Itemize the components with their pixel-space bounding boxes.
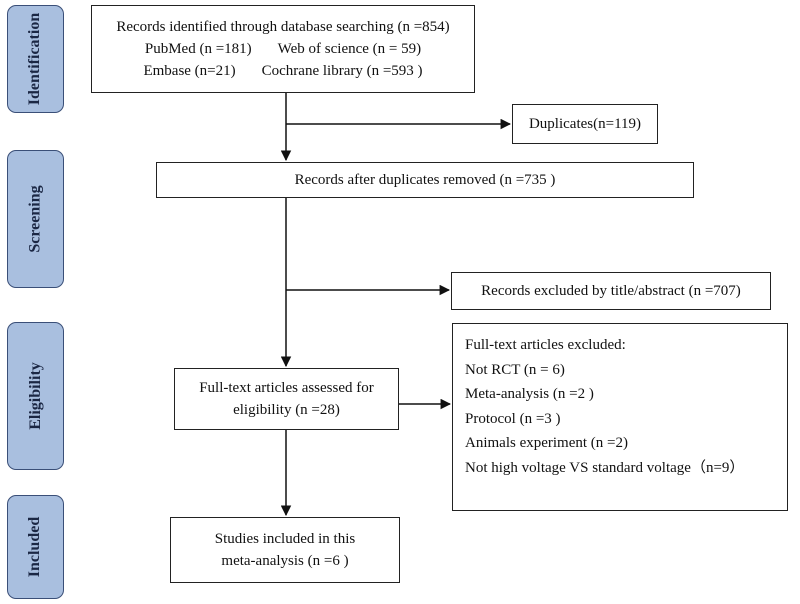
fulltext-assessed-box: Full-text articles assessed for eligibil… <box>174 368 399 430</box>
screening-box: Records after duplicates removed (n =735… <box>156 162 694 198</box>
exclusion-reason: Meta-analysis (n =2 ) <box>465 386 594 402</box>
fulltext-excluded-heading: Full-text articles excluded: <box>465 337 626 353</box>
records-after-duplicates-text: Records after duplicates removed (n =735… <box>294 172 556 188</box>
identification-box: Records identified through database sear… <box>91 5 475 93</box>
phase-included: Included <box>7 495 64 599</box>
fulltext-excluded-box: Full-text articles excluded: Not RCT (n … <box>452 323 788 511</box>
excluded-title-abstract-text: Records excluded by title/abstract (n =7… <box>481 283 741 299</box>
fulltext-assessed-line1: Full-text articles assessed for <box>199 380 374 396</box>
studies-included-line1: Studies included in this <box>214 531 356 547</box>
exclusion-reason: Not high voltage VS standard voltage（n=9… <box>465 459 745 476</box>
fulltext-assessed-line2: eligibility (n =28) <box>233 402 340 418</box>
records-identified-text: Records identified through database sear… <box>116 19 450 35</box>
cochrane-count: Cochrane library (n =593 ) <box>261 63 423 79</box>
duplicates-text: Duplicates(n=119) <box>528 116 642 132</box>
exclusion-reason: Protocol (n =3 ) <box>465 410 561 427</box>
phase-identification: Identification <box>7 5 64 113</box>
embase-count: Embase (n=21) <box>143 63 236 79</box>
phase-eligibility: Eligibility <box>7 322 64 470</box>
database-row-2: Embase (n=21) Cochrane library (n =593 ) <box>143 60 422 82</box>
included-box: Studies included in this meta-analysis (… <box>170 517 400 583</box>
pubmed-count: PubMed (n =181) <box>144 41 252 57</box>
excluded-title-abstract-box: Records excluded by title/abstract (n =7… <box>451 272 771 310</box>
duplicates-box: Duplicates(n=119) <box>512 104 658 144</box>
exclusion-reason: Not RCT (n = 6) <box>465 361 565 378</box>
phase-screening: Screening <box>7 150 64 288</box>
exclusion-reason: Animals experiment (n =2) <box>465 435 629 451</box>
studies-included-line2: meta-analysis (n =6 ) <box>221 553 349 569</box>
database-row-1: PubMed (n =181) Web of science (n = 59) <box>145 38 421 60</box>
web-of-science-count: Web of science (n = 59) <box>277 41 422 57</box>
